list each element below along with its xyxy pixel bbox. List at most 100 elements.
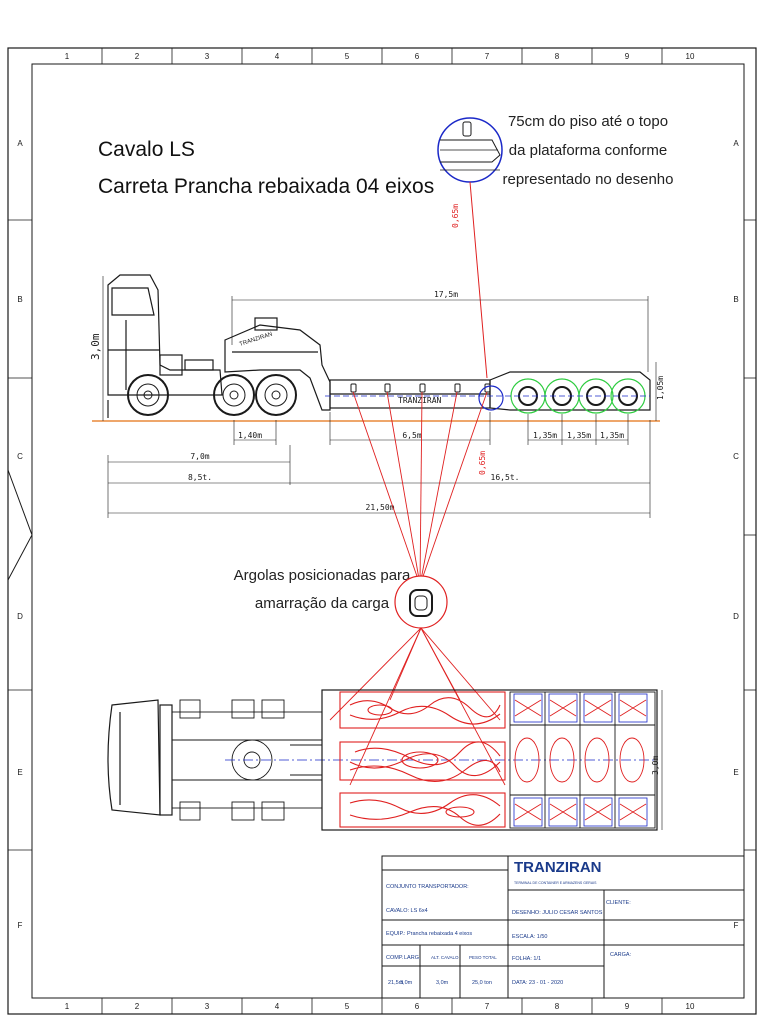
frame-notch: [7, 469, 33, 581]
grid-col-label: 1: [65, 1002, 70, 1011]
tb-cavalo: CAVALO: LS 6x4: [386, 908, 428, 914]
tb-value-comp: 21,5m: [388, 980, 404, 986]
grid-col-label: 9: [625, 52, 630, 61]
top-axle-section: [509, 691, 656, 829]
dim-16-5: 16,5t.: [491, 473, 520, 482]
grid-row-label: F: [18, 921, 23, 930]
top-deck-outline: [321, 689, 658, 831]
top-wheel-blocks: [513, 693, 648, 827]
tb-escala: ESCALA: 1/50: [512, 934, 547, 940]
tb-value-peso: 25,0 ton: [472, 980, 492, 986]
title-block: [381, 855, 745, 999]
dim-1-35-a: 1,35m: [533, 431, 557, 440]
grid-row-label: E: [17, 768, 22, 777]
grid-row-label: B: [733, 295, 738, 304]
grid-col-label: 10: [686, 52, 695, 61]
side-detail-circle: [478, 385, 504, 411]
grid-col-label: 9: [625, 1002, 630, 1011]
grid-col-label: 4: [275, 52, 280, 61]
dim-7-0: 7,0m: [190, 452, 209, 461]
tb-data: DATA: 23 - 01 - 2020: [512, 980, 563, 986]
dim-8-5: 8,5t.: [188, 473, 212, 482]
inner-frame: [31, 63, 745, 999]
tb-carga: CARGA:: [610, 952, 632, 958]
truck-wheels: [127, 374, 297, 416]
note-mid-line-1: Argolas posicionadas para: [234, 567, 411, 584]
grid-col-label: 3: [205, 52, 210, 61]
grid-row-label: B: [17, 295, 22, 304]
grid-row-label: C: [17, 452, 23, 461]
ring-leaders-lower: [329, 627, 506, 786]
grid-col-label: 10: [686, 1002, 695, 1011]
grid-row-label: E: [733, 768, 738, 777]
grid-row-label: D: [17, 612, 23, 621]
grid-col-label: 5: [345, 1002, 350, 1011]
dim-0-65-top: 0,65m: [451, 204, 460, 228]
tb-brand: TRANZIRAN: [514, 859, 602, 876]
grid-col-label: 2: [135, 52, 140, 61]
tb-equip: EQUIP.: Prancha rebaixada 4 eixos: [386, 931, 472, 937]
detail-leader: [469, 181, 488, 379]
dim-17-5: 17,5m: [434, 290, 458, 299]
grid-row-label: A: [17, 139, 23, 148]
grid-col-label: 8: [555, 52, 560, 61]
grid-col-label: 4: [275, 1002, 280, 1011]
note-top-line-3: representado no desenho: [503, 171, 674, 188]
ring-leaders-upper: [352, 391, 488, 586]
note-mid-line-2: amarração da carga: [255, 595, 390, 612]
grid-col-label: 2: [135, 1002, 140, 1011]
grid-col-label: 7: [485, 1002, 490, 1011]
tb-value-larg: 3,0m: [400, 980, 413, 986]
tb-desenho: DESENHO: JULIO CESAR SANTOS: [512, 910, 603, 916]
grid-col-label: 1: [65, 52, 70, 61]
title-line-1: Cavalo LS: [98, 138, 195, 161]
grid-col-label: 6: [415, 52, 420, 61]
dim-6-5: 6,5m: [402, 431, 421, 440]
grid-col-label: 6: [415, 1002, 420, 1011]
truck-cab: [107, 274, 223, 418]
grid-row-label: F: [734, 921, 739, 930]
brand-deck: TRANZIRAN: [398, 396, 442, 405]
tb-header-larg: LARG.: [404, 955, 421, 961]
dim-0-65-mid: 0,65m: [478, 451, 487, 475]
grid-ticks: [8, 48, 756, 1014]
note-top-line-1: 75cm do piso até o topo: [508, 113, 668, 130]
detail-circle-top: [437, 117, 503, 183]
dim-1-40: 1,40m: [238, 431, 262, 440]
title-line-2: Carreta Prancha rebaixada 04 eixos: [98, 175, 434, 198]
grid-col-label: 5: [345, 52, 350, 61]
top-wheel-wood: [514, 699, 647, 821]
dim-1-35-c: 1,35m: [600, 431, 624, 440]
top-view: 3,0m: [107, 689, 663, 831]
tb-folha: FOLHA: 1/1: [512, 956, 541, 962]
dimension-lines: [102, 276, 657, 518]
detail-circle-mid: [394, 575, 448, 629]
tb-header-peso: PESO TOTAL: [469, 955, 497, 960]
deck-rings: [350, 383, 491, 393]
note-top-line-2: da plataforma conforme: [509, 142, 667, 159]
top-cab: [107, 699, 173, 816]
grid-row-label: D: [733, 612, 739, 621]
grid-row-label: C: [733, 452, 739, 461]
dim-1-05: 1,05m: [656, 376, 665, 400]
grid-row-label: A: [733, 139, 739, 148]
dim-1-35-b: 1,35m: [567, 431, 591, 440]
tb-value-alt: 3,0m: [436, 980, 449, 986]
tb-brand-sub: TERMINAL DE CONTAINER E ARMAZENS GERAIS: [514, 881, 597, 885]
grid-col-label: 3: [205, 1002, 210, 1011]
tb-header-comp: COMP.: [386, 955, 404, 961]
wood-planks: [339, 691, 506, 828]
platform-deck: [329, 371, 651, 411]
grid-col-label: 8: [555, 1002, 560, 1011]
tb-header-alt: ALT. CAVALO: [431, 955, 459, 960]
tb-conjunto: CONJUNTO TRANSPORTADOR:: [386, 884, 469, 890]
brand-gooseneck: TRANZIRAN: [239, 332, 274, 348]
gooseneck: [224, 317, 331, 411]
dim-3-0-height: 3,0m: [89, 333, 102, 360]
grid-col-label: 7: [485, 52, 490, 61]
dim-21-50: 21,50m: [366, 503, 395, 512]
side-view: TRANZIRAN TRANZIRAN: [89, 274, 665, 518]
tb-cliente: CLIENTE:: [606, 900, 631, 906]
dim-3-0-width: 3,0m: [651, 756, 660, 775]
